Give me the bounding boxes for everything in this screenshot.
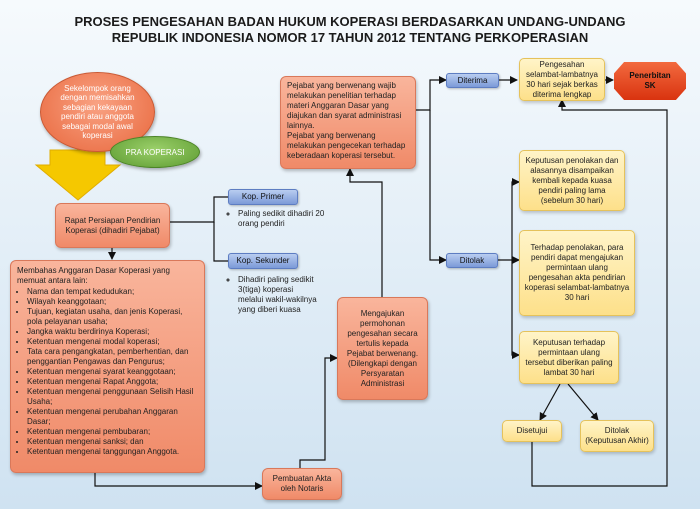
anggaran-item: Tata cara pengangkatan, pemberhentian, d… bbox=[27, 347, 198, 367]
pengesahan-box: Pengesahan selambat-lambatnya 30 hari se… bbox=[519, 58, 605, 101]
anggaran-item: Tujuan, kegiatan usaha, dan jenis Kopera… bbox=[27, 307, 198, 327]
penerbitan-line-2: SK bbox=[644, 81, 656, 90]
akta-box: Pembuatan Akta oleh Notaris bbox=[262, 468, 342, 500]
disetujui-box: Disetujui bbox=[502, 420, 562, 442]
title-line-1: PROSES PENGESAHAN BADAN HUKUM KOPERASI B… bbox=[74, 14, 626, 29]
anggaran-item: Wilayah keanggotaan; bbox=[27, 297, 198, 307]
anggaran-item: Ketentuan mengenai tanggungan Anggota. bbox=[27, 447, 198, 457]
page-title: PROSES PENGESAHAN BADAN HUKUM KOPERASI B… bbox=[40, 14, 660, 46]
anggaran-item: Ketentuan mengenai sanksi; dan bbox=[27, 437, 198, 447]
diterima-badge: Diterima bbox=[446, 73, 499, 88]
permohonan-to-pejabat-line bbox=[346, 168, 383, 297]
pejabat-box: Pejabat yang berwenang wajib melakukan p… bbox=[280, 76, 416, 169]
anggaran-item: Ketentuan mengenai pembubaran; bbox=[27, 427, 198, 437]
terhadap-penolakan-box: Terhadap penolakan, para pendiri dapat m… bbox=[519, 230, 635, 316]
permohonan-box: Mengajukan permohonan pengesahan secara … bbox=[337, 297, 428, 400]
diterima-label: Diterima bbox=[457, 76, 488, 85]
ditolak-akhir-line-1: Ditolak bbox=[604, 426, 630, 435]
group-text: Sekelompok orang dengan memisahkan sebag… bbox=[60, 83, 135, 141]
pejabat-to-diterima-line bbox=[416, 76, 447, 111]
anggaran-item: Jangka waktu berdirinya Koperasi; bbox=[27, 327, 198, 337]
pra-koperasi-label: PRA KOPERASI bbox=[125, 147, 185, 157]
kop-sekunder-badge: Kop. Sekunder bbox=[228, 253, 298, 269]
ditolak-badge: Ditolak bbox=[446, 253, 498, 268]
akta-to-permohonan-line bbox=[299, 354, 338, 468]
penerbitan-octagon: Penerbitan SK bbox=[614, 62, 686, 100]
pra-koperasi-oval: PRA KOPERASI bbox=[110, 136, 200, 168]
anggaran-item: Ketentuan mengenai perubahan Anggaran Da… bbox=[27, 407, 198, 427]
keputusan-penolakan-box: Keputusan penolakan dan alasannya disamp… bbox=[519, 150, 625, 211]
kop-primer-note: Paling sedikit dihadiri 20 orang pendiri bbox=[226, 209, 326, 229]
anggaran-item: Nama dan tempat kedudukan; bbox=[27, 287, 198, 297]
kop-sekunder-note: Dihadiri paling sedikit 3(tiga) koperasi… bbox=[226, 275, 318, 315]
disetujui-loop-line bbox=[531, 99, 668, 487]
kop-primer-note-text: Paling sedikit dihadiri 20 orang pendiri bbox=[238, 209, 326, 229]
anggaran-item: Ketentuan mengenai modal koperasi; bbox=[27, 337, 198, 347]
ditolak-akhir-box: Ditolak (Keputusan Akhir) bbox=[580, 420, 654, 452]
keputusan-penolakan-text: Keputusan penolakan dan alasannya disamp… bbox=[525, 155, 619, 205]
ulang-to-disetujui-line bbox=[539, 383, 561, 421]
ditolak-to-keputusan-ulang-line bbox=[511, 260, 520, 359]
pejabat-para-1: Pejabat yang berwenang wajib melakukan p… bbox=[287, 81, 402, 130]
kop-primer-label: Kop. Primer bbox=[241, 192, 285, 201]
disetujui-text: Disetujui bbox=[516, 426, 548, 435]
terhadap-penolakan-text: Terhadap penolakan, para pendiri dapat m… bbox=[524, 243, 630, 302]
ditolak-to-keputusan-line bbox=[498, 178, 520, 261]
pejabat-para-2: Pejabat yang berwenang melakukan pengece… bbox=[287, 131, 406, 160]
anggaran-item: Ketentuan mengenai penggunaan Selisih Ha… bbox=[27, 387, 198, 407]
ulang-to-ditolak-akhir-line bbox=[567, 383, 599, 421]
anggaran-intro: Membahas Anggaran Dasar Koperasi yang me… bbox=[17, 266, 170, 285]
rapat-to-primer-line bbox=[170, 196, 228, 223]
anggaran-to-akta-line bbox=[94, 472, 263, 490]
rapat-box: Rapat Persiapan Pendirian Koperasi (diha… bbox=[55, 203, 170, 248]
anggaran-item: Ketentuan mengenai Rapat Anggota; bbox=[27, 377, 198, 387]
keputusan-ulang-text: Keputusan terhadap permintaan ulang ters… bbox=[525, 337, 613, 377]
anggaran-list: Nama dan tempat kedudukan; Wilayah keang… bbox=[17, 287, 198, 457]
pejabat-to-ditolak-line bbox=[429, 110, 447, 264]
kop-sekunder-label: Kop. Sekunder bbox=[236, 256, 290, 265]
anggaran-box: Membahas Anggaran Dasar Koperasi yang me… bbox=[10, 260, 205, 473]
rapat-text: Rapat Persiapan Pendirian Koperasi (diha… bbox=[64, 215, 161, 235]
akta-text: Pembuatan Akta oleh Notaris bbox=[272, 474, 332, 493]
kop-primer-badge: Kop. Primer bbox=[228, 189, 298, 205]
rapat-to-sekunder-line bbox=[213, 222, 228, 262]
big-down-arrow bbox=[34, 149, 122, 201]
kop-sekunder-note-text: Dihadiri paling sedikit 3(tiga) koperasi… bbox=[238, 275, 318, 315]
ditolak-label: Ditolak bbox=[459, 256, 485, 265]
keputusan-ulang-box: Keputusan terhadap permintaan ulang ters… bbox=[519, 331, 619, 384]
penerbitan-line-1: Penerbitan bbox=[629, 71, 671, 80]
permohonan-text: Mengajukan permohonan pengesahan secara … bbox=[346, 308, 419, 388]
pengesahan-text: Pengesahan selambat-lambatnya 30 hari se… bbox=[525, 59, 599, 99]
title-line-2: REPUBLIK INDONESIA NOMOR 17 TAHUN 2012 T… bbox=[111, 30, 589, 45]
anggaran-item: Ketentuan mengenai syarat keanggotaan; bbox=[27, 367, 198, 377]
ditolak-akhir-line-2: (Keputusan Akhir) bbox=[585, 436, 649, 445]
